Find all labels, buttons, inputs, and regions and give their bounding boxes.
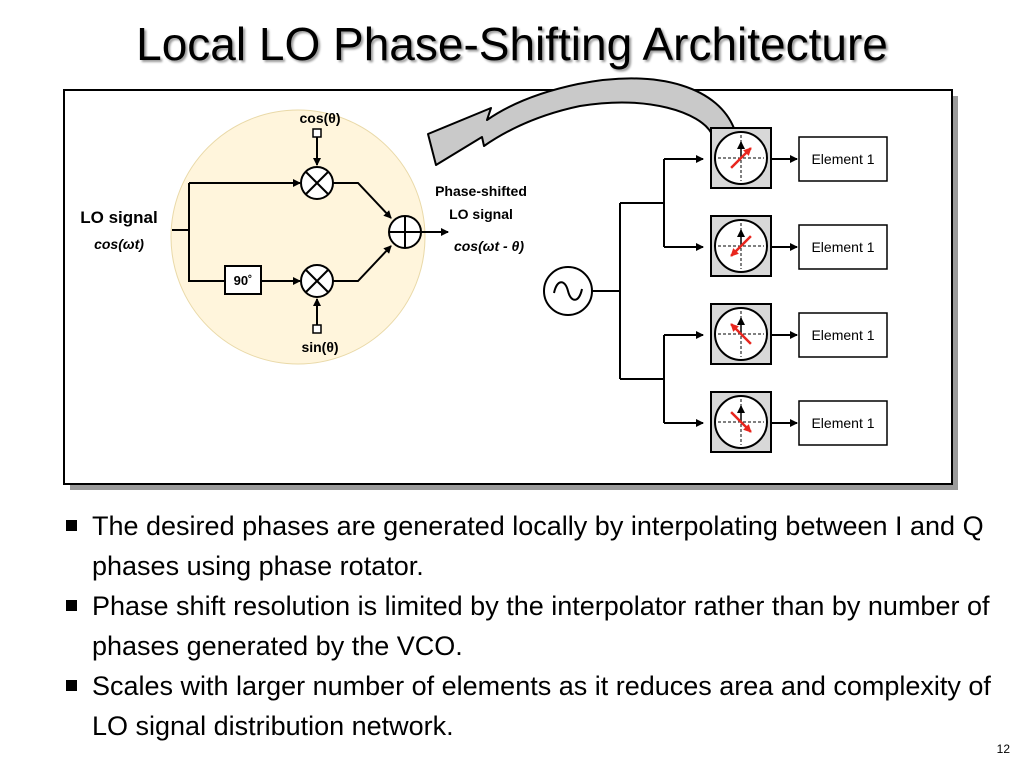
slide-number: 12 — [996, 742, 1010, 756]
bullet-text: The desired phases are generated locally… — [92, 511, 984, 581]
element-label: Element 1 — [811, 151, 874, 167]
zoom-arrow — [427, 77, 736, 166]
split-wire — [188, 183, 225, 282]
lo-signal-formula: cos(ωt) — [94, 236, 144, 252]
element-row: Element 1 — [664, 215, 888, 277]
architecture-diagram: LO signal cos(ωt) 90˚ cos(θ) sin(θ) Phas… — [63, 77, 958, 490]
bullet-marker — [66, 600, 77, 611]
bullet-text: Phase shift resolution is limited by the… — [92, 591, 990, 661]
element-label: Element 1 — [811, 415, 874, 431]
summer — [388, 215, 422, 249]
element-box — [798, 400, 888, 446]
element-box — [798, 136, 888, 182]
phase-rotator-icon — [710, 127, 772, 189]
bullet-marker — [66, 680, 77, 691]
phase-rotator-circle — [170, 109, 426, 365]
phase-shift-90-label: 90˚ — [234, 273, 253, 288]
cos-input-terminal — [312, 128, 322, 138]
bullet-item: Phase shift resolution is limited by the… — [64, 586, 994, 666]
element-row: Element 1 — [664, 391, 888, 453]
element-label: Element 1 — [811, 327, 874, 343]
element-box — [798, 312, 888, 358]
bullet-marker — [66, 520, 77, 531]
mixer-top-to-sum — [333, 182, 392, 219]
sin-input-terminal — [312, 324, 322, 334]
lo-signal-label: LO signal — [80, 208, 157, 227]
cos-theta-label: cos(θ) — [299, 110, 340, 126]
mixer-bottom — [300, 264, 334, 298]
element-row: Element 1 — [664, 127, 888, 189]
phase-rotator-icon — [710, 391, 772, 453]
mixer-bottom-to-sum — [333, 245, 392, 282]
element-row: Element 1 — [664, 303, 888, 365]
output-label-line1: Phase-shifted — [435, 183, 527, 199]
element-rows: Element 1 Element 1 Element 1 Element 1 — [664, 127, 888, 453]
sin-theta-label: sin(θ) — [301, 339, 338, 355]
bullet-item: The desired phases are generated locally… — [64, 506, 994, 586]
output-label-line2: LO signal — [449, 206, 513, 222]
phase-rotator-icon — [710, 215, 772, 277]
element-box — [798, 224, 888, 270]
bullet-text: Scales with larger number of elements as… — [92, 671, 991, 741]
bullet-item: Scales with larger number of elements as… — [64, 666, 994, 746]
output-formula: cos(ωt - θ) — [454, 238, 524, 254]
element-label: Element 1 — [811, 239, 874, 255]
phase-rotator-icon — [710, 303, 772, 365]
bullet-list: The desired phases are generated locally… — [64, 506, 994, 746]
mixer-top — [300, 166, 334, 200]
slide-title: Local LO Phase-Shifting Architecture — [136, 18, 888, 70]
oscillator-icon — [543, 266, 593, 316]
